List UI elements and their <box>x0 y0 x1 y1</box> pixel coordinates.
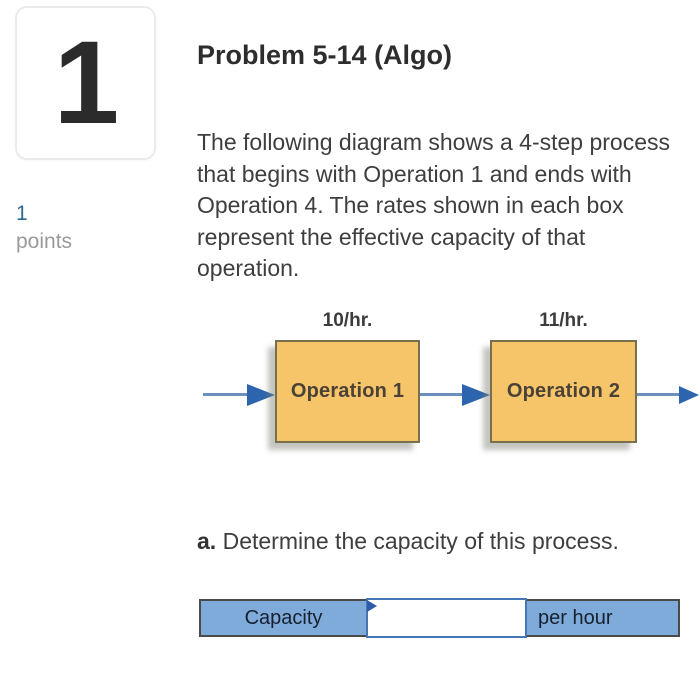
part-a-prompt: a. Determine the capacity of this proces… <box>197 528 697 555</box>
rate-label-operation-2: 11/hr. <box>539 310 588 331</box>
points-label: points <box>16 230 73 254</box>
operation-box-2-label: Operation 2 <box>506 380 621 402</box>
points-block: 1 points <box>16 202 72 258</box>
flow-line-in <box>203 393 249 396</box>
operation-box-1: Operation 1 <box>275 340 420 443</box>
part-a-letter: a. <box>197 528 217 554</box>
flow-line-mid <box>420 393 464 396</box>
part-a-text: Determine the capacity of this process. <box>216 528 619 554</box>
flow-arrow-mid-icon <box>462 384 490 406</box>
capacity-label-cell: Capacity <box>244 606 323 629</box>
problem-title: Problem 5-14 (Algo) <box>197 40 453 70</box>
operation-box-2: Operation 2 <box>490 340 637 443</box>
operation-box-1-label: Operation 1 <box>290 380 405 402</box>
flow-arrow-in-icon <box>247 384 275 406</box>
question-number-card: 1 <box>15 6 156 160</box>
flow-line-out <box>637 393 681 396</box>
points-value: 1 <box>16 202 28 225</box>
answer-table: Capacity per hour <box>199 598 680 638</box>
rate-label-operation-1: 10/hr. <box>322 310 373 331</box>
answer-input-cell <box>366 598 527 638</box>
problem-description: The following diagram shows a 4-step pro… <box>197 129 671 281</box>
process-flow-diagram: 10/hr. 11/hr. Operation 1 Operation 2 <box>0 300 700 480</box>
capacity-answer-input[interactable] <box>366 598 527 638</box>
unit-label-cell: per hour <box>538 606 613 629</box>
flow-arrow-out-icon <box>679 386 699 404</box>
question-number: 1 <box>53 17 120 149</box>
